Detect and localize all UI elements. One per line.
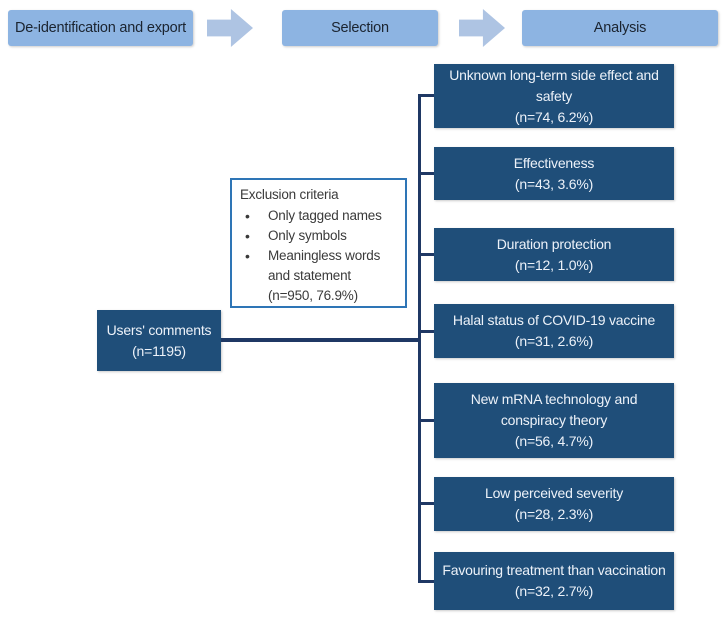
category-title: Low perceived severity [485,485,623,501]
category-title: New mRNA technology and conspiracy theor… [470,391,638,428]
connector-stub [418,580,435,583]
category-title: Favouring treatment than vaccination [442,562,666,578]
step-label: Analysis [593,20,647,36]
category-title: Unknown long-term side effect and safety [449,66,659,104]
connector-main-line [221,338,420,342]
exclusion-bullet-item: Only tagged names [240,206,401,226]
connector-stub [418,419,435,422]
category-count: (n=74, 6.2%) [514,108,594,125]
step-label: Selection [331,20,389,36]
category-box-favouring-treatment: Favouring treatment than vaccination (n=… [434,552,674,610]
category-box-halal-status: Halal status of COVID-19 vaccine (n=31, … [434,304,674,358]
category-count: (n=31, 2.6%) [514,333,594,349]
users-comments-label: Users' comments [106,321,212,338]
category-box-effectiveness: Effectiveness (n=43, 3.6%) [434,147,674,200]
category-box-mrna-conspiracy: New mRNA technology and conspiracy theor… [434,383,674,458]
exclusion-bullet-item: Only symbols [240,226,401,246]
step-label: De-identification and export [15,20,186,36]
exclusion-title: Exclusion criteria [240,187,339,202]
arrow-right-icon [459,9,505,47]
category-title: Halal status of COVID-19 vaccine [452,312,656,328]
category-box-low-severity: Low perceived severity (n=28, 2.3%) [434,477,674,531]
arrow-right-icon [207,9,253,47]
category-count: (n=56, 4.7%) [514,433,594,449]
exclusion-bullet-list: Only tagged names Only symbols Meaningle… [240,206,401,286]
step-box-selection: Selection [282,10,438,46]
connector-stub [418,172,435,175]
category-count: (n=28, 2.3%) [514,506,594,522]
category-title: Effectiveness [513,154,595,171]
step-box-analysis: Analysis [522,10,718,46]
category-box-side-effect: Unknown long-term side effect and safety… [434,64,674,128]
exclusion-count: (n=950, 76.9%) [268,288,358,303]
connector-stub [418,94,435,97]
exclusion-criteria-box: Exclusion criteria Only tagged names Onl… [230,178,407,308]
step-box-deidentification-export: De-identification and export [8,10,193,46]
connector-stub [418,502,435,505]
connector-vertical-line [418,94,421,582]
category-count: (n=43, 3.6%) [514,175,594,192]
category-count: (n=32, 2.7%) [514,583,594,599]
category-title: Duration protection [496,235,612,252]
users-comments-box: Users' comments (n=1195) [97,310,221,371]
exclusion-bullet-item: Meaningless words and statement [240,246,401,286]
users-comments-count: (n=1195) [132,342,186,359]
connector-stub [418,253,435,256]
connector-stub [418,330,435,333]
category-box-duration-protection: Duration protection (n=12, 1.0%) [434,228,674,281]
category-count: (n=12, 1.0%) [514,256,594,273]
